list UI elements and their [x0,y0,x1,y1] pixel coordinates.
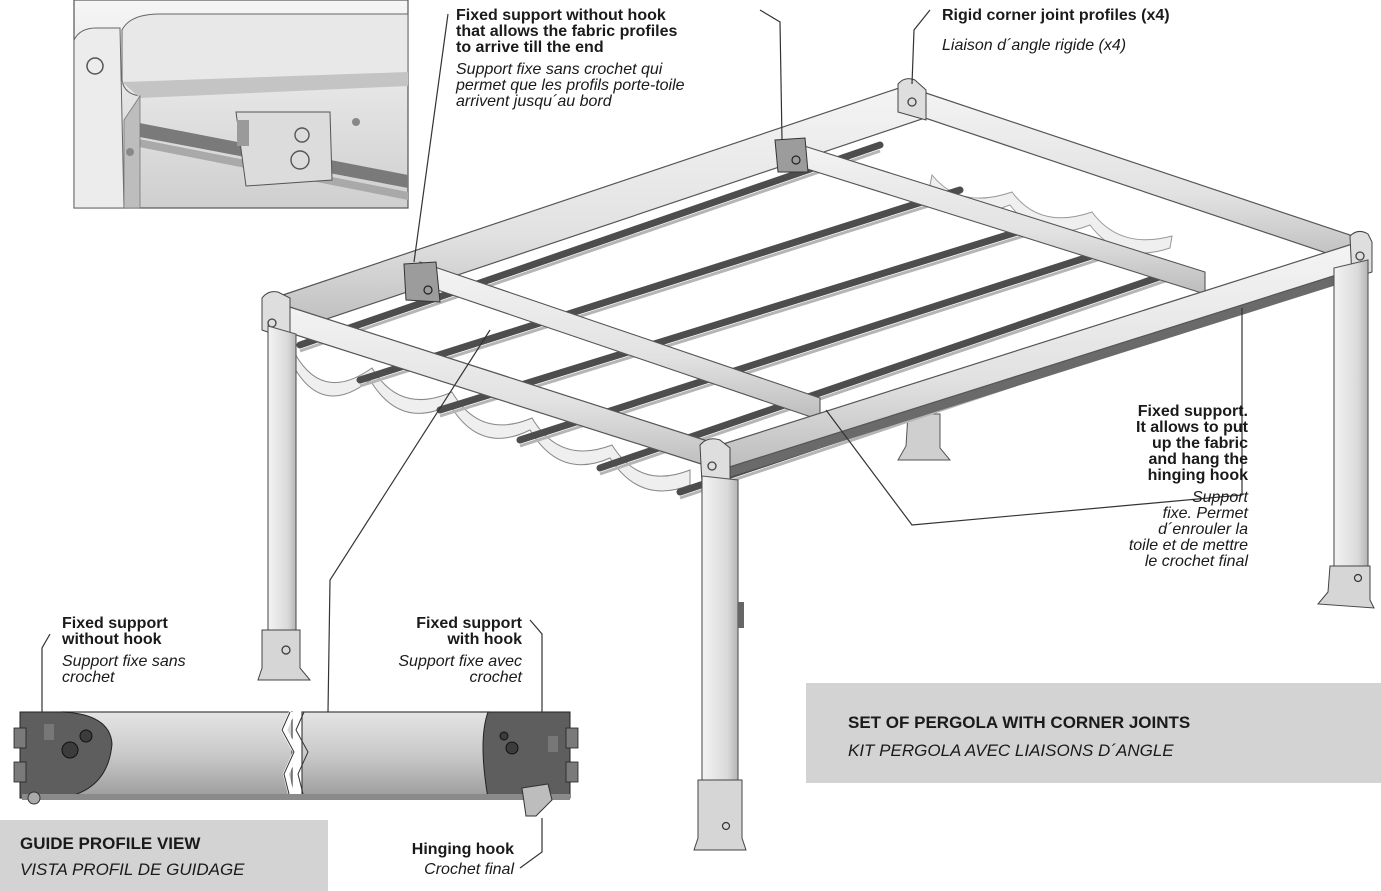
guide-profile-view-caption: GUIDE PROFILE VIEW VISTA PROFIL DE GUIDA… [0,820,328,891]
callout-title: Rigid corner joint profiles (x4) [942,7,1170,24]
line: without hook [62,631,162,648]
set-of-pergola-caption: SET OF PERGOLA WITH CORNER JOINTS KIT PE… [806,683,1381,783]
leader-lines [41,9,1243,869]
callout-rigid-corner-joint: Rigid corner joint profiles (x4) Liaison… [942,8,1262,54]
callout-title: Fixed support with hook [322,616,522,648]
line: d´enrouler la [1158,521,1248,538]
callout-title: Fixed support without hook that allows t… [456,8,776,56]
callout-fixed-support-without-hook-bottom: Fixed support without hook Support fixe … [62,616,262,686]
line: Support fixe sans crochet qui [456,61,663,78]
line: Fixed support [62,615,168,632]
line: Support fixe sans [62,653,186,670]
line: to arrive till the end [456,39,604,56]
callout-fixed-support-right: Fixed support. It allows to put up the f… [1060,404,1248,570]
line: and hang the [1148,451,1248,468]
line: Fixed support [416,615,522,632]
caption-subtitle: KIT PERGOLA AVEC LIAISONS D´ANGLE [848,741,1174,760]
line: crochet [62,669,115,686]
inset-closeup [73,0,409,209]
line: up the fabric [1151,435,1248,452]
line: permet que les profils porte-toile [456,77,685,94]
callout-subtitle: Support fixe sans crochet qui permet que… [456,62,776,110]
line: fixe. Permet [1162,505,1248,522]
callout-hinging-hook: Hinging hook Crochet final [362,842,514,878]
line: Support [1191,489,1248,506]
callout-subtitle: Liaison d´angle rigide (x4) [942,37,1127,54]
callout-subtitle: Support fixe avec crochet [322,654,522,686]
line: arrivent jusqu´au bord [456,93,612,110]
caption-title: GUIDE PROFILE VIEW [20,834,201,853]
callout-title: Fixed support without hook [62,616,262,648]
line: crochet [469,669,522,686]
callout-subtitle: Support fixe. Permet d´enrouler la toile… [1060,490,1248,570]
callout-subtitle: Support fixe sans crochet [62,654,262,686]
callout-title: Fixed support. It allows to put up the f… [1060,404,1248,484]
line: Fixed support. [1137,403,1248,420]
line: Fixed support without hook [456,7,666,24]
line: that allows the fabric profiles [456,23,678,40]
line: Support fixe avec [398,653,522,670]
line: with hook [447,631,522,648]
line: hinging hook [1147,467,1248,484]
pergola-frame [257,78,1375,851]
line: le crochet final [1144,553,1248,570]
caption-title: SET OF PERGOLA WITH CORNER JOINTS [848,713,1191,732]
callout-subtitle: Crochet final [424,861,514,878]
callout-title: Hinging hook [411,841,514,858]
caption-subtitle: VISTA PROFIL DE GUIDAGE [20,860,245,879]
callout-fixed-support-with-hook: Fixed support with hook Support fixe ave… [322,616,522,686]
callout-fixed-support-without-hook-top: Fixed support without hook that allows t… [456,8,776,110]
line: toile et de mettre [1128,537,1248,554]
guide-profile-view [13,710,579,817]
line: It allows to put [1136,419,1248,436]
